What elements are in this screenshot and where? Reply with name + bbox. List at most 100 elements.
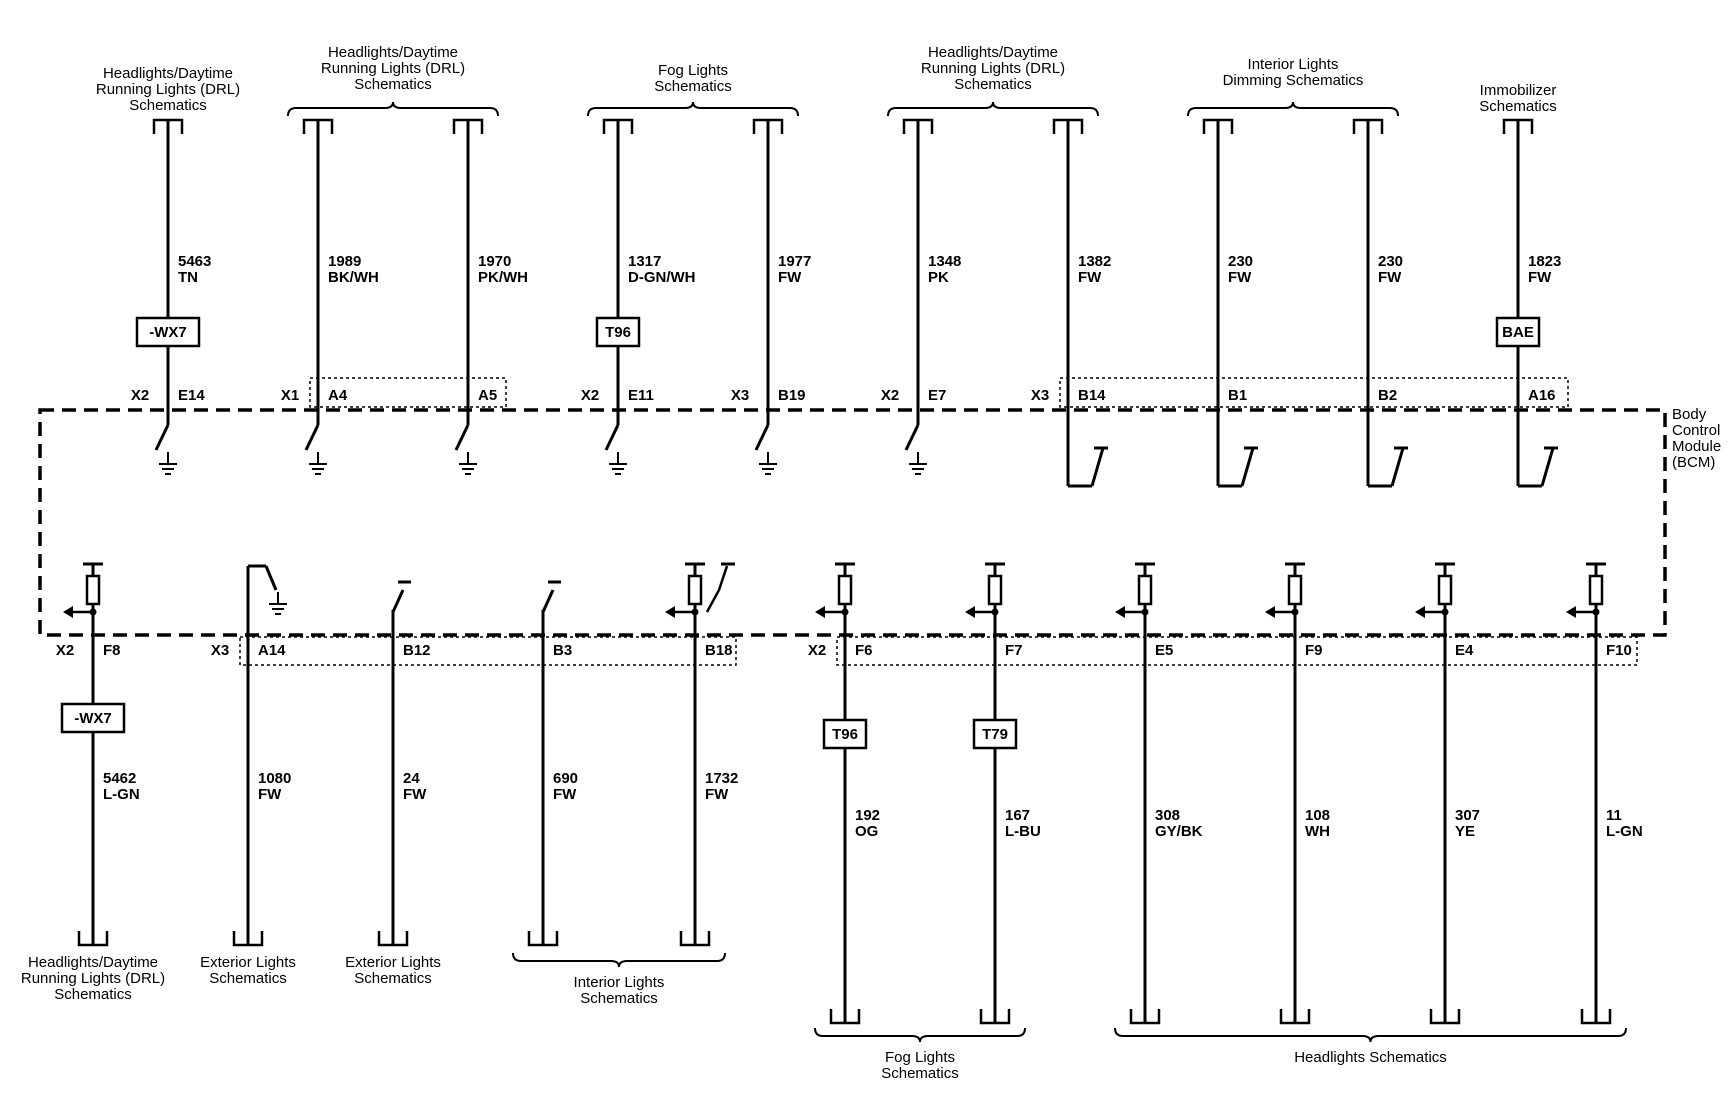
switch-icon <box>154 424 170 451</box>
schematic-reference-label: Fog Lights <box>658 62 728 79</box>
wire-number: 1382 <box>1078 253 1111 270</box>
schematic-reference-label: Running Lights (DRL) <box>96 81 240 98</box>
wire-color: PK/WH <box>478 269 528 286</box>
arrow-icon <box>63 606 73 618</box>
connector-x2-box <box>836 636 1638 666</box>
schematic-reference-label: Schematics <box>354 970 432 987</box>
wire-color: FW <box>1228 269 1252 286</box>
schematic-reference-label: Dimming Schematics <box>1223 72 1364 89</box>
arrow-icon <box>1265 606 1275 618</box>
wire-number: 24 <box>403 770 420 787</box>
wire-color: FW <box>553 786 577 803</box>
group-brace <box>587 101 799 117</box>
bcm-module-label: (BCM) <box>1672 454 1715 471</box>
option-box <box>595 316 641 348</box>
wire-color: FW <box>1078 269 1102 286</box>
wire-number: 690 <box>553 770 578 787</box>
resistor-icon <box>1287 574 1303 606</box>
group-brace <box>1187 101 1399 117</box>
pin-number: B18 <box>705 642 733 659</box>
resistor-icon <box>1437 574 1453 606</box>
wire-number: 108 <box>1305 807 1330 824</box>
schematic-reference-label: Headlights/Daytime <box>928 44 1058 61</box>
wire-color: GY/BK <box>1155 823 1203 840</box>
wire-number: 1317 <box>628 253 661 270</box>
resistor-icon <box>85 574 101 606</box>
pin-number: E14 <box>178 387 205 404</box>
option-box <box>135 316 201 348</box>
switch-icon <box>1090 447 1105 487</box>
pin-number: A5 <box>478 387 497 404</box>
resistor-icon <box>1137 574 1153 606</box>
bcm-module-outline <box>38 408 1667 637</box>
connector-id: X3 <box>1031 387 1049 404</box>
group-brace <box>1114 1027 1627 1043</box>
wire-number: 5462 <box>103 770 136 787</box>
schematic-reference-label: Schematics <box>954 76 1032 93</box>
arrow-icon <box>1566 606 1576 618</box>
wire-color: BK/WH <box>328 269 379 286</box>
connector-id: X2 <box>56 642 74 659</box>
resistor-icon <box>837 574 853 606</box>
group-brace <box>512 952 726 968</box>
schematic-reference-label: Interior Lights <box>1248 56 1339 73</box>
wire-color: TN <box>178 269 198 286</box>
switch-icon <box>304 424 320 451</box>
wire-color: D-GN/WH <box>628 269 696 286</box>
schematic-reference-label: Headlights/Daytime <box>28 954 158 971</box>
pin-number: B14 <box>1078 387 1106 404</box>
schematic-reference-label: Running Lights (DRL) <box>21 970 165 987</box>
connector-id: X3 <box>731 387 749 404</box>
schematic-reference-label: Schematics <box>580 990 658 1007</box>
wire-color: FW <box>1528 269 1552 286</box>
resistor-icon <box>987 574 1003 606</box>
schematic-reference-label: Headlights Schematics <box>1294 1049 1447 1066</box>
bcm-module-label: Control <box>1672 422 1720 439</box>
schematic-reference-label: Schematics <box>209 970 287 987</box>
group-brace <box>887 101 1099 117</box>
wire-color: L-GN <box>103 786 140 803</box>
pin-number: F9 <box>1305 642 1323 659</box>
schematic-reference-label: Running Lights (DRL) <box>921 60 1065 77</box>
resistor-icon <box>687 574 703 606</box>
schematic-reference-label: Immobilizer <box>1480 82 1557 99</box>
group-brace <box>814 1027 1026 1043</box>
schematic-reference-label: Running Lights (DRL) <box>321 60 465 77</box>
wire-color: WH <box>1305 823 1330 840</box>
pin-number: B3 <box>553 642 572 659</box>
switch-icon <box>1240 447 1255 487</box>
option-label: -WX7 <box>149 324 187 341</box>
wire-number: 11 <box>1606 807 1622 824</box>
wire-number: 5463 <box>178 253 211 270</box>
wire-number: 1989 <box>328 253 361 270</box>
switch-icon <box>264 565 278 591</box>
option-box <box>60 702 126 734</box>
schematic-reference-label: Exterior Lights <box>200 954 296 971</box>
schematic-reference-label: Schematics <box>1479 98 1557 115</box>
option-label: -WX7 <box>74 710 112 727</box>
schematic-reference-label: Headlights/Daytime <box>328 44 458 61</box>
option-box <box>972 718 1018 750</box>
bcm-module-label: Body <box>1672 406 1707 423</box>
schematic-reference-label: Exterior Lights <box>345 954 441 971</box>
arrow-icon <box>965 606 975 618</box>
wire-number: 1977 <box>778 253 811 270</box>
pin-number: A16 <box>1528 387 1556 404</box>
wire-color: YE <box>1455 823 1475 840</box>
option-label: BAE <box>1502 324 1534 341</box>
connector-id: X2 <box>881 387 899 404</box>
wire-color: PK <box>928 269 949 286</box>
wire-number: 230 <box>1378 253 1403 270</box>
pin-number: E5 <box>1155 642 1173 659</box>
schematic-reference-label: Schematics <box>129 97 207 114</box>
pin-number: F7 <box>1005 642 1023 659</box>
switch-icon <box>705 589 721 613</box>
schematic-reference-label: Schematics <box>54 986 132 1003</box>
pin-number: E7 <box>928 387 946 404</box>
arrow-icon <box>665 606 675 618</box>
pin-number: F10 <box>1606 642 1632 659</box>
group-brace <box>287 101 499 117</box>
pin-number: B19 <box>778 387 806 404</box>
wire-number: 1970 <box>478 253 511 270</box>
pin-number: F6 <box>855 642 873 659</box>
